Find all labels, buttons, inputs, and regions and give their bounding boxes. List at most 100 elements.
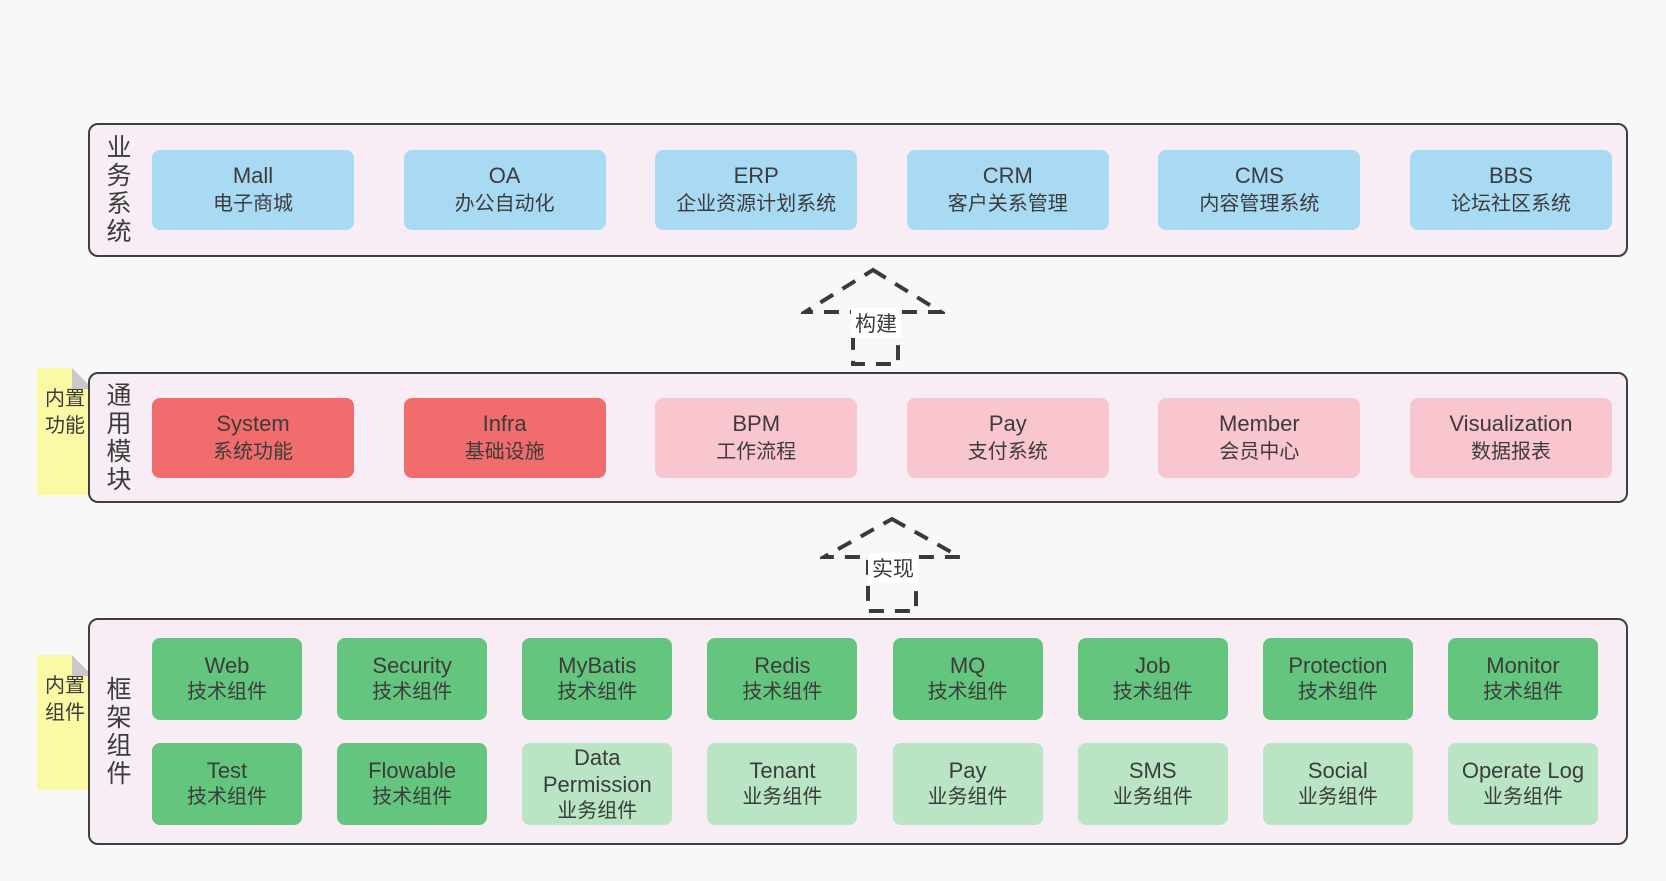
box-subtitle: 业务组件: [1482, 786, 1563, 808]
band-row: Test 技术组件 Flowable 技术组件 Data Permission …: [152, 743, 1598, 825]
box-title: Data Permission: [542, 744, 652, 797]
sticky-note-label: 内置功能: [45, 388, 85, 437]
box-pay-business: Pay 业务组件: [892, 743, 1043, 825]
box-pay: Pay 支付系统: [906, 397, 1109, 478]
band-row: System 系统功能 Infra 基础设施 BPM 工作流程 Pay 支付系统…: [152, 397, 1612, 478]
sticky-note-builtin-components: 内置组件: [37, 655, 93, 790]
box-visualization: Visualization 数据报表: [1409, 397, 1612, 478]
box-title: Visualization: [1449, 410, 1573, 436]
box-bbs: BBS 论坛社区系统: [1409, 150, 1612, 230]
box-subtitle: 业务组件: [557, 799, 638, 822]
box-protection: Protection 技术组件: [1262, 638, 1413, 720]
box-title: Job: [1134, 653, 1171, 678]
box-title: Monitor: [1486, 653, 1560, 678]
box-crm: CRM 客户关系管理: [906, 150, 1109, 230]
box-test: Test 技术组件: [152, 743, 302, 825]
box-bpm: BPM 工作流程: [655, 397, 858, 478]
box-title: MyBatis: [558, 653, 637, 678]
box-title: Infra: [482, 410, 527, 436]
box-data-permission: Data Permission 业务组件: [522, 743, 673, 825]
box-subtitle: 支付系统: [967, 440, 1048, 463]
box-title: Pay: [988, 410, 1027, 436]
box-title: OA: [488, 163, 521, 188]
box-subtitle: 技术组件: [557, 681, 638, 703]
band-framework-components: 框架组件 Web 技术组件 Security 技术组件 MyBatis 技术组件…: [88, 618, 1628, 845]
box-title: Tenant: [749, 758, 816, 783]
box-subtitle: 基础设施: [464, 440, 545, 463]
band-rows: System 系统功能 Infra 基础设施 BPM 工作流程 Pay 支付系统…: [152, 374, 1612, 501]
box-sms: SMS 业务组件: [1077, 743, 1228, 825]
box-title: MQ: [949, 653, 986, 678]
box-title: Operate Log: [1461, 758, 1585, 783]
box-title: Social: [1307, 758, 1368, 783]
box-subtitle: 技术组件: [927, 681, 1008, 703]
box-monitor: Monitor 技术组件: [1447, 638, 1598, 720]
box-subtitle: 技术组件: [187, 681, 267, 703]
box-subtitle: 客户关系管理: [947, 193, 1068, 215]
box-subtitle: 技术组件: [1297, 681, 1378, 703]
box-social: Social 业务组件: [1262, 743, 1413, 825]
box-title: Member: [1219, 410, 1300, 436]
box-operate-log: Operate Log 业务组件: [1447, 743, 1598, 825]
box-infra: Infra 基础设施: [403, 397, 606, 478]
box-subtitle: 业务组件: [927, 786, 1008, 808]
box-redis: Redis 技术组件: [707, 638, 858, 720]
box-title: CMS: [1234, 163, 1284, 188]
box-subtitle: 数据报表: [1470, 440, 1551, 463]
sticky-note-label: 内置组件: [45, 675, 85, 724]
band-label-business-systems: 业务系统: [106, 134, 132, 246]
box-subtitle: 系统功能: [213, 440, 293, 463]
box-title: Web: [204, 653, 250, 678]
box-mall: Mall 电子商城: [152, 150, 354, 230]
box-subtitle: 业务组件: [742, 786, 823, 808]
box-subtitle: 企业资源计划系统: [676, 193, 837, 215]
box-flowable: Flowable 技术组件: [337, 743, 488, 825]
box-mq: MQ 技术组件: [892, 638, 1043, 720]
band-common-modules: 通用模块 System 系统功能 Infra 基础设施 BPM 工作流程 Pay…: [88, 372, 1628, 503]
arrow-build-label: 构建: [851, 308, 901, 338]
box-title: Mall: [232, 163, 274, 188]
box-title: BPM: [732, 410, 781, 436]
box-subtitle: 业务组件: [1297, 786, 1378, 808]
box-subtitle: 技术组件: [1482, 681, 1563, 703]
box-member: Member 会员中心: [1158, 397, 1361, 478]
box-web: Web 技术组件: [152, 638, 302, 720]
box-subtitle: 论坛社区系统: [1450, 193, 1571, 215]
box-subtitle: 技术组件: [372, 786, 453, 808]
box-security: Security 技术组件: [337, 638, 488, 720]
sticky-note-builtin-features: 内置功能: [37, 368, 93, 495]
band-row: Web 技术组件 Security 技术组件 MyBatis 技术组件 Redi…: [152, 638, 1598, 720]
box-subtitle: 技术组件: [187, 786, 267, 808]
box-tenant: Tenant 业务组件: [707, 743, 858, 825]
box-title: Security: [372, 653, 452, 678]
band-business-systems: 业务系统 Mall 电子商城 OA 办公自动化 ERP 企业资源计划系统 CRM…: [88, 123, 1628, 257]
box-subtitle: 内容管理系统: [1199, 193, 1320, 215]
box-title: Redis: [754, 653, 811, 678]
box-title: CRM: [982, 163, 1033, 188]
arrow-implement-label: 实现: [868, 553, 918, 583]
box-subtitle: 工作流程: [716, 440, 797, 463]
box-subtitle: 技术组件: [742, 681, 823, 703]
box-subtitle: 办公自动化: [454, 193, 555, 215]
box-subtitle: 技术组件: [372, 681, 453, 703]
box-subtitle: 业务组件: [1112, 786, 1193, 808]
box-title: Pay: [948, 758, 987, 783]
box-cms: CMS 内容管理系统: [1158, 150, 1361, 230]
box-title: ERP: [733, 163, 779, 188]
band-label-common-modules: 通用模块: [106, 381, 132, 494]
box-title: Protection: [1288, 653, 1388, 678]
band-row: Mall 电子商城 OA 办公自动化 ERP 企业资源计划系统 CRM 客户关系…: [152, 150, 1612, 230]
band-rows: Web 技术组件 Security 技术组件 MyBatis 技术组件 Redi…: [152, 620, 1598, 843]
box-subtitle: 技术组件: [1112, 681, 1193, 703]
box-mybatis: MyBatis 技术组件: [522, 638, 673, 720]
box-title: System: [216, 410, 290, 436]
band-label-framework-components: 框架组件: [106, 675, 132, 788]
box-title: Test: [206, 758, 248, 783]
box-subtitle: 电子商城: [213, 193, 293, 215]
box-job: Job 技术组件: [1077, 638, 1228, 720]
box-subtitle: 会员中心: [1219, 440, 1300, 463]
band-rows: Mall 电子商城 OA 办公自动化 ERP 企业资源计划系统 CRM 客户关系…: [152, 125, 1612, 255]
box-title: BBS: [1488, 163, 1533, 188]
box-erp: ERP 企业资源计划系统: [655, 150, 858, 230]
